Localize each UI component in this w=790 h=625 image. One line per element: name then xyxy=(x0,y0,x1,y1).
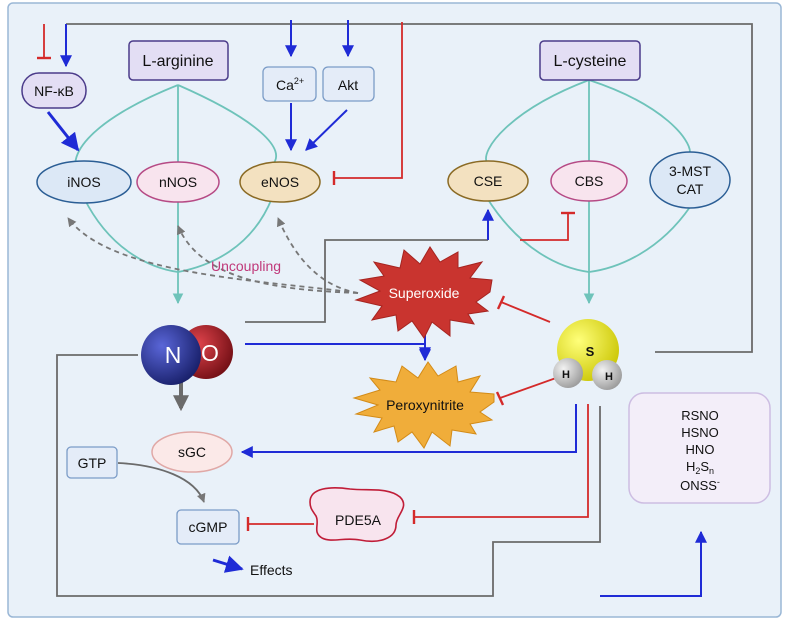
arrow-akt-to-enos xyxy=(305,109,348,151)
arrow-nfkb-to-inos xyxy=(46,111,80,152)
nfkb-label: NF-κB xyxy=(34,83,74,99)
effects-label: Effects xyxy=(250,562,293,578)
inhibit-superoxide xyxy=(500,301,551,323)
no-nitrogen-atom xyxy=(141,325,201,385)
nnos-node: nNOS xyxy=(136,161,220,203)
pde5a-shape xyxy=(309,486,405,542)
activation-arrows xyxy=(46,20,707,597)
superoxide-starburst xyxy=(354,246,493,339)
h2sn-label: H2Sn xyxy=(686,459,714,476)
gtp-box: GTP xyxy=(66,446,118,479)
h2s-to-nfkb-line xyxy=(66,23,753,353)
h2s-hydrogen-atom-left xyxy=(553,358,583,388)
pde5a-node: PDE5A xyxy=(309,486,405,542)
cgmp-box: cGMP xyxy=(176,509,240,545)
akt-box: Akt xyxy=(322,66,375,102)
nfkb-node: NF-κB xyxy=(21,72,87,109)
l-arginine-box: L-arginine xyxy=(128,40,229,81)
cysteine-pathway-curves xyxy=(485,79,691,305)
onss-label: ONSS- xyxy=(680,477,720,493)
rsno-label: RSNO xyxy=(681,408,719,423)
gtp-label: GTP xyxy=(78,455,107,471)
enos-node: eNOS xyxy=(239,161,321,203)
products-box: RSNO HSNO HNO H2Sn ONSS- xyxy=(628,392,771,504)
l-arginine-label: L-arginine xyxy=(142,53,213,70)
inhibition-lines xyxy=(37,22,589,531)
cgmp-label: cGMP xyxy=(189,519,228,535)
cse-label: CSE xyxy=(474,173,503,189)
no-to-cse-line xyxy=(245,239,488,323)
ca2-box: Ca2+ xyxy=(262,66,317,102)
arrow-to-products xyxy=(600,530,707,597)
pde5a-label: PDE5A xyxy=(335,512,382,528)
peroxynitrite-label: Peroxynitrite xyxy=(386,397,464,413)
hsno-label: HSNO xyxy=(681,425,719,440)
ca2-label: Ca2+ xyxy=(276,76,304,93)
inhibit-pde5a xyxy=(414,404,589,518)
gtp-to-cgmp-arrow xyxy=(117,462,206,503)
no-outer-loop-line xyxy=(56,354,601,597)
uncoupling-dashed-arrows xyxy=(67,217,359,294)
inhibit-cbs xyxy=(520,213,569,241)
sgc-label: sGC xyxy=(178,444,206,460)
peroxynitrite-starburst xyxy=(352,361,495,449)
inhibit-enos xyxy=(334,22,403,179)
h2s-h2-label: H xyxy=(605,371,613,383)
gray-connector-lines xyxy=(56,23,753,597)
inos-label: iNOS xyxy=(67,174,100,190)
cat-label: CAT xyxy=(677,181,704,197)
arrow-to-effects xyxy=(212,555,244,573)
superoxide-node: Superoxide xyxy=(354,246,493,339)
cbs-label: CBS xyxy=(575,173,604,189)
h2s-molecule: S H H xyxy=(553,319,622,390)
h2s-hydrogen-atom-right xyxy=(592,360,622,390)
inhibit-peroxynitrite xyxy=(499,377,557,399)
mst-cat-node: 3-MST CAT xyxy=(649,151,731,209)
hno-label: HNO xyxy=(686,442,715,457)
h2s-s-label: S xyxy=(586,344,595,359)
superoxide-label: Superoxide xyxy=(389,285,460,301)
h2s-h1-label: H xyxy=(562,369,570,381)
cbs-node: CBS xyxy=(550,160,628,202)
peroxynitrite-node: Peroxynitrite xyxy=(352,361,495,449)
no-o-label: O xyxy=(201,340,219,366)
no-molecule: N O xyxy=(141,325,233,385)
cse-node: CSE xyxy=(447,160,529,202)
no-n-label: N xyxy=(165,342,182,368)
sgc-node: sGC xyxy=(151,431,233,473)
enos-label: eNOS xyxy=(261,174,299,190)
akt-label: Akt xyxy=(338,77,358,93)
uncoupling-label: Uncoupling xyxy=(211,258,281,274)
l-cysteine-label: L-cysteine xyxy=(554,53,627,70)
mst-label: 3-MST xyxy=(669,163,711,179)
arrow-h2s-to-sgc xyxy=(240,404,577,458)
l-cysteine-box: L-cysteine xyxy=(539,40,641,81)
inos-node: iNOS xyxy=(36,160,132,204)
nnos-label: nNOS xyxy=(159,174,197,190)
